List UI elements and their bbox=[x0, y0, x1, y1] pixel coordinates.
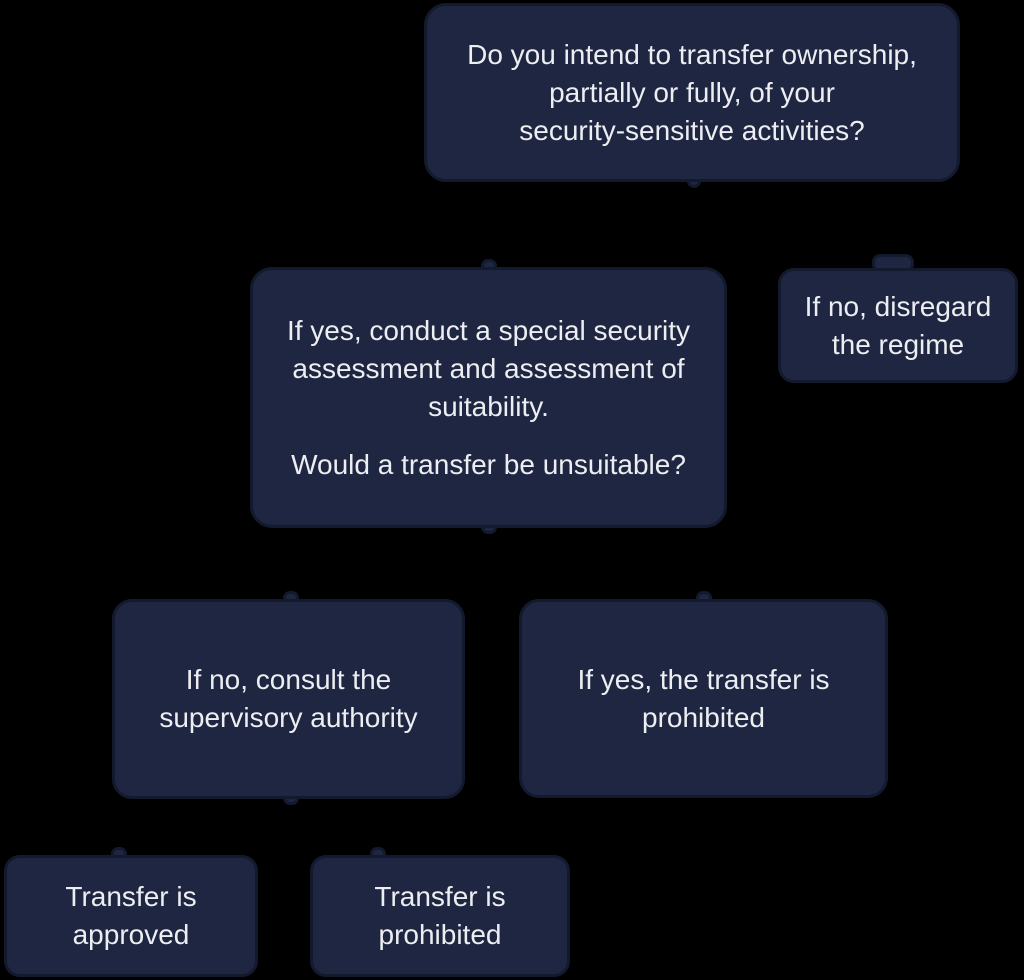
node-question-transfer-ownership: Do you intend to transfer ownership, par… bbox=[424, 3, 960, 182]
node-transfer-approved: Transfer is approved bbox=[4, 855, 258, 977]
node-text-line: If yes, conduct a special security bbox=[286, 314, 691, 346]
node-text-line: partially or fully, of your bbox=[549, 76, 835, 108]
node-text-line: assessment and assessment of bbox=[292, 352, 685, 384]
node-consult-supervisory-authority: If no, consult the supervisory authority bbox=[112, 599, 465, 799]
node-text-line: prohibited bbox=[378, 919, 502, 950]
node-text: Transfer is prohibited bbox=[374, 878, 505, 954]
node-transfer-prohibited-assessment: If yes, the transfer is prohibited bbox=[519, 599, 888, 798]
node-special-security-assessment: If yes, conduct a special security asses… bbox=[250, 267, 727, 528]
node-text: Do you intend to transfer ownership, par… bbox=[467, 36, 917, 150]
node-text-line: If yes, the transfer is bbox=[577, 663, 830, 695]
node-text: If no, consult the supervisory authority bbox=[159, 661, 417, 737]
node-text: Would a transfer be unsuitable? bbox=[291, 446, 686, 484]
node-transfer-prohibited-final: Transfer is prohibited bbox=[310, 855, 570, 977]
node-text-line: suitability. bbox=[428, 390, 549, 422]
node-text: If no, disregard the regime bbox=[805, 288, 992, 364]
node-text: If yes, conduct a special security asses… bbox=[287, 312, 690, 426]
node-text-line: security-sensitive activities? bbox=[519, 114, 865, 146]
node-text-line: If no, consult the bbox=[185, 664, 392, 695]
node-text-line: If no, disregard bbox=[804, 290, 992, 322]
node-text-line: supervisory authority bbox=[159, 702, 418, 733]
node-text-line: Transfer is bbox=[65, 881, 197, 912]
node-text-line: the regime bbox=[831, 328, 965, 360]
node-text-line: Transfer is bbox=[374, 881, 506, 912]
node-text: Transfer is approved bbox=[65, 878, 196, 954]
node-text: If yes, the transfer is prohibited bbox=[577, 661, 829, 737]
node-text-line: Would a transfer be unsuitable? bbox=[291, 448, 686, 480]
node-text-line: approved bbox=[72, 919, 190, 950]
node-text-line: Do you intend to transfer ownership, bbox=[467, 38, 917, 70]
node-text-line: prohibited bbox=[642, 701, 765, 733]
node-disregard-regime: If no, disregard the regime bbox=[778, 268, 1018, 383]
